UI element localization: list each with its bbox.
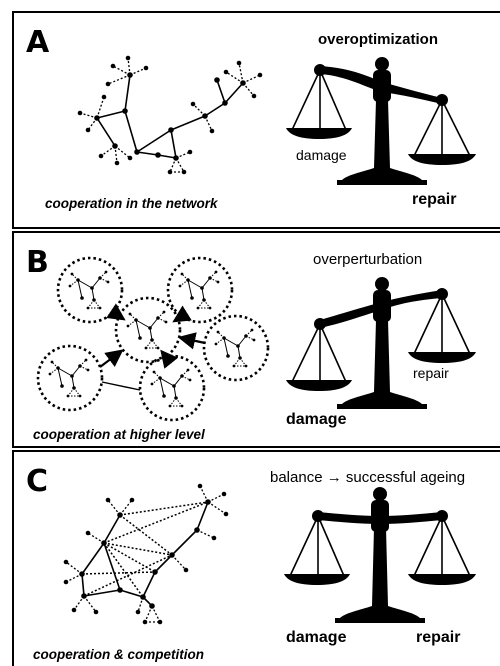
panel-c-repair-label: repair — [416, 629, 460, 646]
panel-c-damage-label: damage — [286, 629, 347, 646]
panel-c: C balance → successful ageing — [12, 450, 500, 666]
panel-b-repair-label: repair — [413, 365, 449, 381]
panel-a-network — [77, 55, 263, 175]
panel-c-letter: C — [26, 464, 48, 499]
panel-a-damage-label: damage — [296, 147, 347, 163]
panel-b-title: overperturbation — [313, 251, 422, 268]
panel-a-title: overoptimization — [318, 31, 438, 48]
panel-b-network-of-networks — [36, 256, 270, 422]
panel-c-network — [63, 483, 229, 625]
panel-b-scale-icon — [286, 277, 476, 409]
panel-a-frame — [12, 11, 500, 229]
panel-a-repair-label: repair — [412, 191, 456, 208]
panel-c-scale-icon — [284, 487, 476, 623]
panel-c-frame — [12, 450, 500, 666]
panel-a-letter: A — [26, 25, 50, 60]
panel-b-caption: cooperation at higher level — [33, 427, 205, 442]
panel-b-damage-label: damage — [286, 411, 347, 428]
panel-a: A overoptimization — [12, 11, 500, 229]
panel-c-title: balance → successful ageing — [270, 469, 465, 486]
panel-c-caption: cooperation & competition — [33, 647, 204, 662]
panel-a-caption: cooperation in the network — [45, 196, 219, 211]
panel-b-frame — [12, 231, 500, 448]
panel-b: B overperturbation — [12, 231, 500, 448]
panel-b-letter: B — [26, 245, 49, 280]
panel-a-scale-icon — [286, 57, 476, 185]
